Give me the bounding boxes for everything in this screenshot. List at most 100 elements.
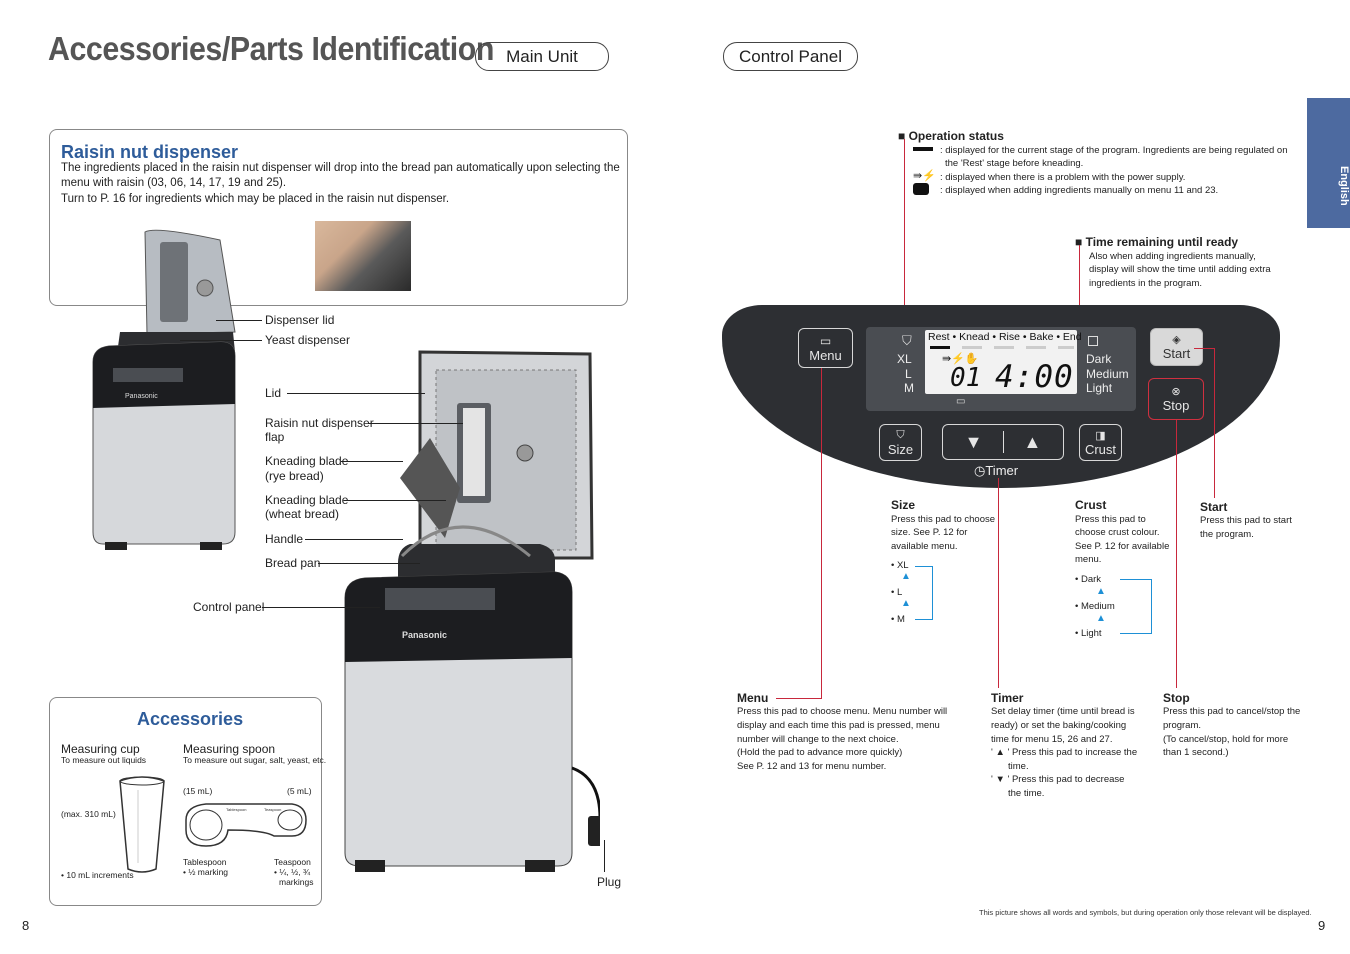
teaspoon-marking-1: • ¼, ½, ¾: [274, 867, 311, 877]
start-icon: ◈: [1172, 334, 1181, 346]
crust-cycle-arrow: [1120, 579, 1152, 634]
start-button-label: Start: [1162, 346, 1191, 361]
timer-desc-5: time.: [1008, 761, 1029, 772]
timer-down-button[interactable]: ▼: [964, 431, 983, 452]
size-option-l: • L: [891, 587, 903, 598]
lcd-crust-dark: Dark: [1086, 352, 1112, 366]
spoon-engraving-tsp: Teaspoon: [264, 807, 281, 812]
crust-option-medium: • Medium: [1075, 601, 1115, 612]
timer-desc-6: ' ▼ ' Press this pad to decrease: [991, 774, 1125, 785]
control-panel-tab[interactable]: Control Panel: [723, 42, 858, 71]
spoon-subtitle: To measure out sugar, salt, yeast, etc.: [183, 755, 327, 765]
stop-button-label: Stop: [1162, 398, 1190, 413]
main-unit-tab[interactable]: Main Unit: [475, 42, 609, 71]
op-status-line3: : displayed when adding ingredients manu…: [940, 185, 1219, 196]
brand-small: Panasonic: [125, 393, 158, 400]
crust-desc-4: menu.: [1075, 554, 1102, 565]
menu-desc-5: See P. 12 and 13 for menu number.: [737, 761, 887, 772]
teaspoon-marking-2: markings: [279, 877, 314, 887]
size-desc-3: available menu.: [891, 541, 958, 552]
stop-desc-3: (To cancel/stop, hold for more: [1163, 734, 1289, 745]
label-wheat-blade-1: Kneading blade: [265, 493, 349, 507]
lcd-status-icons: ⇛⚡✋: [942, 353, 979, 365]
book-icon: ▭: [819, 333, 832, 348]
lcd-stage-bar-5: [1058, 346, 1074, 349]
leader-bread-pan: [318, 563, 420, 564]
timer-desc-4: ' ▲ ' Press this pad to increase the: [991, 747, 1138, 758]
bar-icon: [913, 147, 933, 151]
size-button-label: Size: [887, 441, 914, 457]
timer-divider: [1002, 431, 1004, 453]
time-remaining-line3: ingredients in the program.: [1089, 278, 1203, 289]
cup-increments: • 10 mL increments: [61, 870, 134, 880]
crust-option-light: • Light: [1075, 628, 1102, 639]
timer-label: ◷Timer: [974, 463, 1018, 479]
op-status-line1a: : displayed for the current stage of the…: [940, 145, 1288, 156]
lcd-size-xl: XL: [897, 352, 912, 366]
label-rye-blade-1: Kneading blade: [265, 454, 349, 468]
timer-up-button[interactable]: ▲: [1023, 431, 1042, 452]
measuring-cup-image: [119, 776, 165, 873]
leader-plug: [604, 840, 605, 872]
menu-desc-1: Press this pad to choose menu. Menu numb…: [737, 706, 948, 717]
timer-buttons[interactable]: ▼ ▲: [942, 424, 1064, 460]
crust-icon: ◨: [1095, 429, 1106, 442]
menu-button[interactable]: ▭ Menu: [798, 328, 853, 368]
leader-wheat-blade: [344, 500, 446, 501]
crust-button-label: Crust: [1084, 441, 1117, 457]
language-tab[interactable]: English: [1307, 98, 1350, 228]
dispenser-photo: [315, 221, 411, 291]
leader-control-panel: [262, 607, 380, 608]
timer-label-text: Timer: [985, 463, 1019, 478]
raisin-line1: The ingredients placed in the raisin nut…: [61, 162, 620, 174]
lcd-book-icon: ▭: [956, 396, 966, 407]
clock-icon: ◷: [974, 463, 986, 478]
raisin-box: [49, 129, 628, 306]
lcd-crust-light: Light: [1086, 381, 1113, 395]
size-desc-2: size. See P. 12 for: [891, 527, 968, 538]
lcd-size-m: M: [904, 381, 914, 395]
label-bread-pan: Bread pan: [265, 556, 321, 570]
arrow-up-icon: ▲: [1096, 613, 1106, 624]
stop-desc-1: Press this pad to cancel/stop the: [1163, 706, 1301, 717]
crust-option-dark: • Dark: [1075, 574, 1102, 585]
arrow-up-icon: ▲: [901, 571, 911, 582]
leader-menu: [821, 368, 822, 699]
crust-desc-3: See P. 12 for available: [1075, 541, 1170, 552]
start-desc-1: Press this pad to start: [1200, 515, 1292, 526]
spoon-engraving-tbsp: Tablespoon: [226, 807, 246, 812]
timer-desc-2: ready) or set the baking/cooking: [991, 720, 1127, 731]
arrow-up-icon: ▲: [1096, 586, 1106, 597]
label-handle: Handle: [265, 532, 304, 546]
start-desc-heading: Start: [1200, 500, 1228, 514]
label-flap-2: flap: [265, 430, 285, 444]
start-button[interactable]: ◈ Start: [1150, 328, 1203, 366]
footer-note: This picture shows all words and symbols…: [979, 908, 1312, 917]
timer-desc-1: Set delay timer (time until bread is: [991, 706, 1135, 717]
leader-flap: [369, 423, 463, 424]
stop-button[interactable]: ⊗ Stop: [1148, 378, 1204, 420]
leader-handle: [305, 539, 403, 540]
stop-desc-4: than 1 second.): [1163, 747, 1229, 758]
leader-op-status: [904, 139, 905, 339]
raisin-heading: Raisin nut dispenser: [61, 142, 239, 162]
raisin-line3: Turn to P. 16 for ingredients which may …: [61, 193, 450, 205]
lcd-window: [925, 330, 1077, 394]
size-button[interactable]: ⛉ Size: [879, 424, 922, 461]
label-yeast-dispenser: Yeast dispenser: [265, 333, 350, 347]
label-control-panel: Control panel: [193, 600, 265, 614]
spoon-title: Measuring spoon: [183, 742, 276, 756]
menu-desc-2: display and each time this pad is presse…: [737, 720, 940, 731]
stop-desc-heading: Stop: [1163, 691, 1190, 705]
leader-yeast-dispenser: [180, 340, 262, 341]
size-option-m: • M: [891, 614, 905, 625]
stop-icon: ⊗: [1171, 386, 1181, 398]
crust-desc-heading: Crust: [1075, 498, 1107, 512]
spoon-15ml: (15 mL): [183, 786, 213, 796]
op-status-line2: : displayed when there is a problem with…: [940, 172, 1186, 183]
cup-subtitle: To measure out liquids: [61, 755, 147, 765]
size-option-xl: • XL: [891, 560, 909, 571]
leader-dispenser-lid: [216, 320, 262, 321]
crust-button[interactable]: ◨ Crust: [1079, 424, 1122, 461]
leader-menu-h: [776, 698, 822, 699]
